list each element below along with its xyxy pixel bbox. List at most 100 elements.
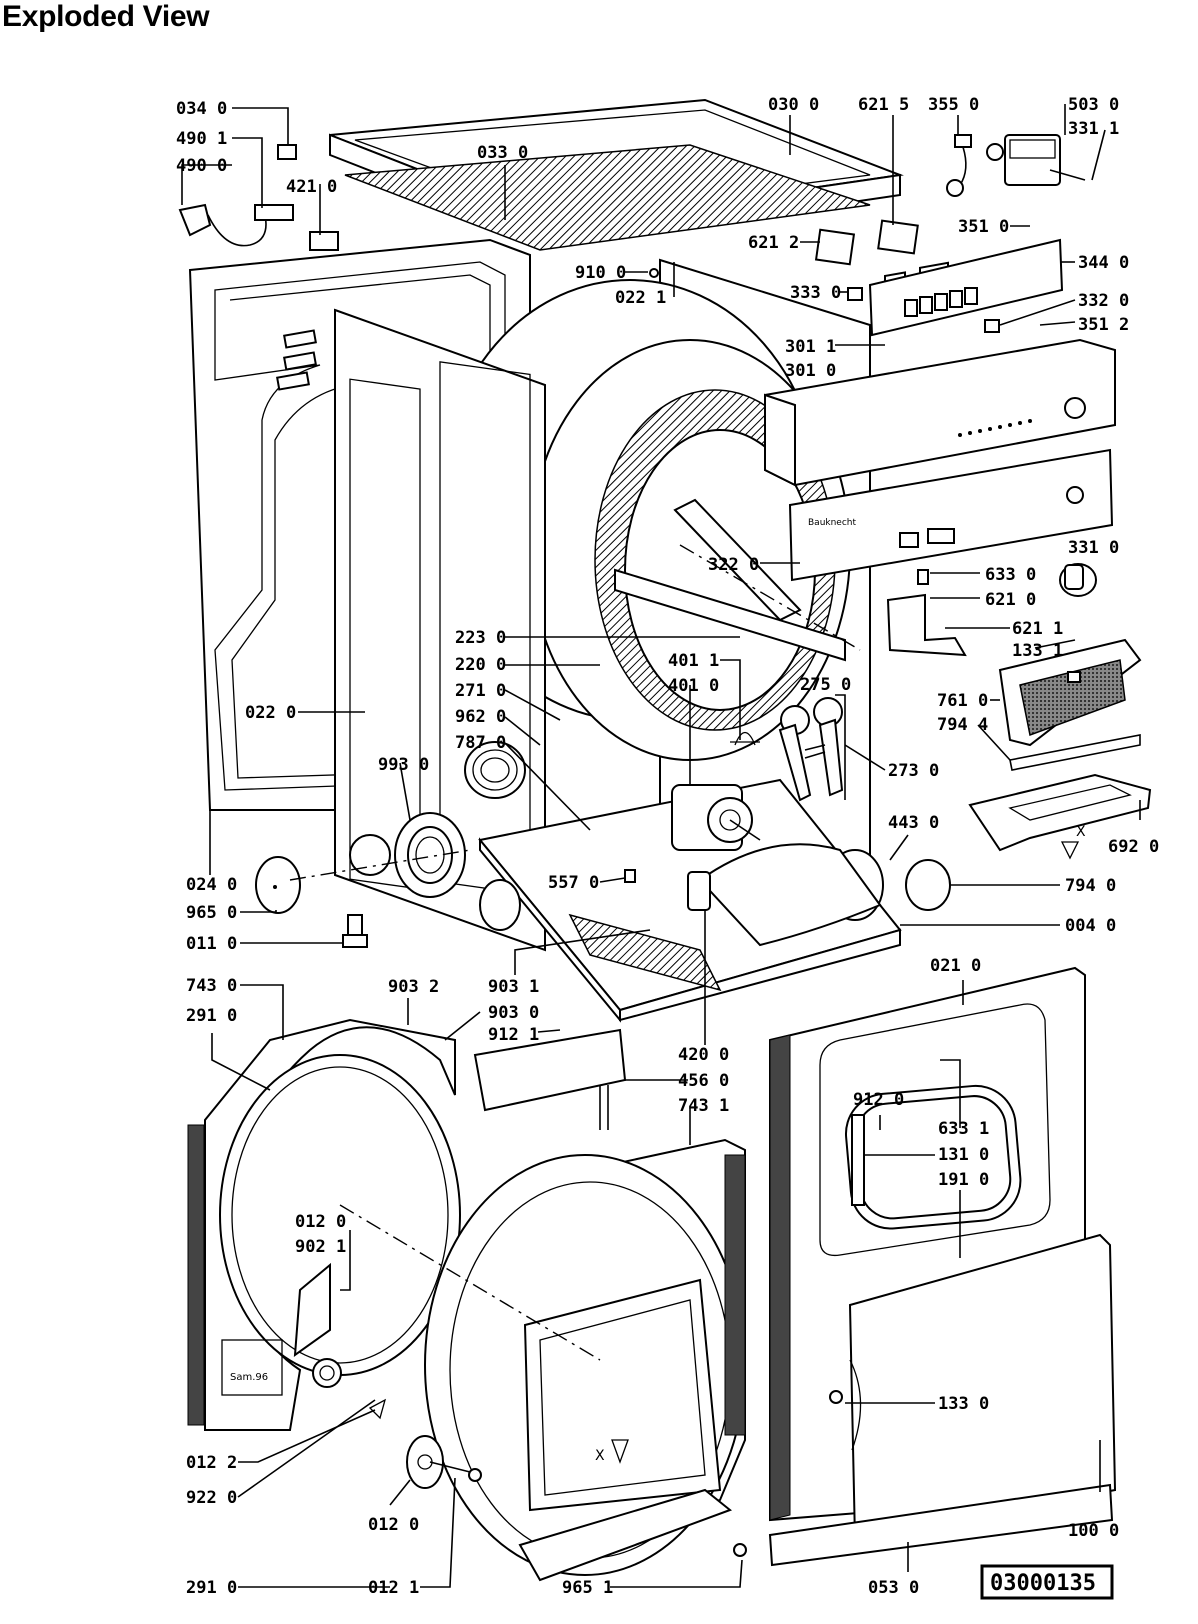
part-label-621-0: 621 0 — [985, 590, 1036, 610]
relay-part — [877, 219, 919, 255]
part-label-355-0: 355 0 — [928, 95, 979, 115]
part-label-503-0: 503 0 — [1068, 95, 1119, 115]
part-label-743-0: 743 0 — [186, 976, 237, 996]
filter-housing-part: X — [968, 773, 1152, 860]
part-label-902-1: 902 1 — [295, 1237, 346, 1257]
part-label-333-0: 333 0 — [790, 283, 841, 303]
arrow-marker — [368, 1398, 387, 1420]
part-label-633-0: 633 0 — [985, 565, 1036, 585]
circuit-board-part — [868, 238, 1064, 337]
part-label-301-0: 301 0 — [785, 361, 836, 381]
part-label-794-4: 794 4 — [937, 715, 988, 735]
thermal-fuse-part — [624, 869, 636, 883]
front-bulkhead-part: X — [424, 1138, 746, 1582]
drum-axis-diagonal — [679, 544, 861, 651]
part-label-633-1: 633 1 — [938, 1119, 989, 1139]
leader-lines — [181, 104, 1141, 1588]
part-label-030-0: 030 0 — [768, 95, 819, 115]
rear-cover-part: Sam.96 — [187, 1018, 461, 1431]
hinge-pin-part — [829, 1390, 843, 1404]
part-label-761-0: 761 0 — [937, 691, 988, 711]
part-label-912-1: 912 1 — [488, 1025, 539, 1045]
part-label-322-0: 322 0 — [708, 555, 759, 575]
part-label-022-1: 022 1 — [615, 288, 666, 308]
part-label-004-0: 004 0 — [1065, 916, 1116, 936]
part-label-291-0-lower: 291 0 — [186, 1578, 237, 1598]
part-label-332-0: 332 0 — [1078, 291, 1129, 311]
part-label-794-0: 794 0 — [1065, 876, 1116, 896]
part-label-692-0: 692 0 — [1108, 837, 1159, 857]
filter-capacitor-part — [309, 231, 339, 251]
filter-seal-part — [1009, 734, 1141, 771]
part-label-621-1: 621 1 — [1012, 619, 1063, 639]
part-label-557-0: 557 0 — [548, 873, 599, 893]
part-label-033-0: 033 0 — [477, 143, 528, 163]
part-label-131-0: 131 0 — [938, 1145, 989, 1165]
part-label-220-0: 220 0 — [455, 655, 506, 675]
switch-part — [984, 319, 1000, 333]
control-panel-part — [764, 261, 1116, 487]
part-label-024-0: 024 0 — [186, 875, 237, 895]
power-cord-part — [178, 203, 294, 247]
heater-coil-part — [464, 741, 526, 799]
part-label-012-0-upper: 012 0 — [295, 1212, 346, 1232]
part-label-903-0: 903 0 — [488, 1003, 539, 1023]
front-fascia-part: Bauknecht — [788, 448, 1114, 582]
part-label-223-0: 223 0 — [455, 628, 506, 648]
part-label-012-0-lower: 012 0 — [368, 1515, 419, 1535]
part-label-743-1: 743 1 — [678, 1096, 729, 1116]
part-label-271-0: 271 0 — [455, 681, 506, 701]
insulation-mat-part — [344, 144, 871, 251]
part-label-962-0: 962 0 — [455, 707, 506, 727]
part-label-133-1: 133 1 — [1012, 641, 1063, 661]
part-label-912-0: 912 0 — [853, 1090, 904, 1110]
part-label-621-5: 621 5 — [858, 95, 909, 115]
part-label-022-0: 022 0 — [245, 703, 296, 723]
part-label-787-0: 787 0 — [455, 733, 506, 753]
part-label-012-2: 012 2 — [186, 1453, 237, 1473]
drawing-number-box: 03000135 — [980, 1564, 1114, 1600]
rear-axis-line — [339, 1204, 601, 1361]
part-label-903-1: 903 1 — [488, 977, 539, 997]
foot-small-part — [733, 1543, 747, 1557]
page-title: Exploded View — [2, 0, 210, 33]
part-label-965-0: 965 0 — [186, 903, 237, 923]
part-label-100-0: 100 0 — [1068, 1521, 1119, 1541]
plinth-part — [768, 1483, 1114, 1567]
brand-marking: Bauknecht — [808, 518, 856, 528]
part-label-301-1: 301 1 — [785, 337, 836, 357]
part-label-053-0: 053 0 — [868, 1578, 919, 1598]
part-label-903-2: 903 2 — [388, 977, 439, 997]
part-label-331-1: 331 1 — [1068, 119, 1119, 139]
gasket-ring-part — [905, 859, 951, 911]
timer-part — [986, 134, 1086, 186]
part-label-420-0: 420 0 — [678, 1045, 729, 1065]
part-label-910-0: 910 0 — [575, 263, 626, 283]
part-label-965-1: 965 1 — [562, 1578, 613, 1598]
heater-element-part — [473, 1028, 627, 1130]
switch-block-part — [886, 569, 967, 657]
door-part — [848, 1233, 1117, 1542]
part-label-275-0: 275 0 — [800, 675, 851, 695]
part-label-344-0: 344 0 — [1078, 253, 1129, 273]
part-label-456-0: 456 0 — [678, 1071, 729, 1091]
part-label-191-0: 191 0 — [938, 1170, 989, 1190]
filter-mark-x: X — [1076, 824, 1086, 840]
belt-tensioner-part — [778, 697, 844, 802]
screw-part — [342, 914, 368, 948]
foot-part — [255, 856, 301, 914]
part-label-443-0: 443 0 — [888, 813, 939, 833]
grommet-part — [649, 268, 659, 278]
motor-clip-part — [730, 731, 760, 746]
bulkhead-mark-x: X — [595, 1448, 605, 1464]
part-label-012-1: 012 1 — [368, 1578, 419, 1598]
part-label-133-0: 133 0 — [938, 1394, 989, 1414]
part-label-621-2: 621 2 — [748, 233, 799, 253]
motor-part — [671, 784, 761, 851]
part-label-011-0: 011 0 — [186, 934, 237, 954]
part-label-291-0: 291 0 — [186, 1006, 237, 1026]
cord-clamp-part — [277, 144, 297, 160]
capacitor-part — [687, 871, 711, 911]
part-label-993-0: 993 0 — [378, 755, 429, 775]
